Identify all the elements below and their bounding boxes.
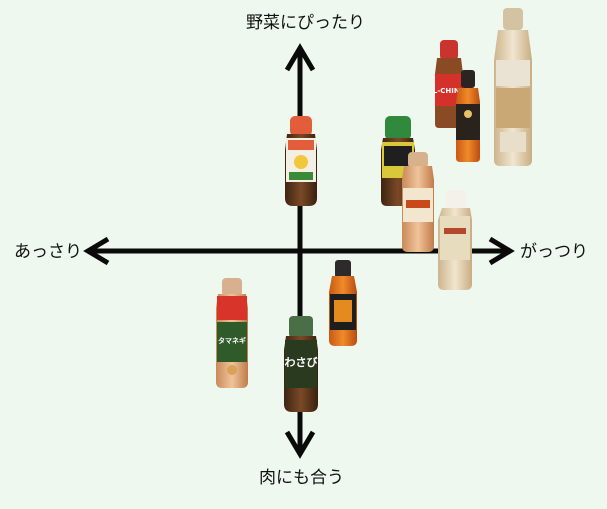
vegetable-dressing-bottle	[285, 116, 317, 206]
ginger-dressing-bottle	[329, 260, 357, 346]
peach-dressing-bottle	[402, 152, 434, 252]
lechina-print: L-CHINA	[433, 87, 466, 95]
wasabi-dressing-bottle: わさび	[284, 316, 318, 412]
tamanegi-print: タマネギ	[218, 336, 246, 345]
tamanegi-dressing-bottle: タマネギ	[216, 278, 248, 388]
axis-label-top: 野菜にぴったり	[246, 13, 365, 33]
axis-label-left: あっさり	[14, 242, 82, 262]
axis-label-right: がっつり	[520, 242, 588, 262]
tan-dressing-bottle	[438, 190, 472, 290]
caesar-dressing-bottle	[494, 8, 532, 166]
sesame-dressing-bottle	[456, 70, 480, 162]
wasabi-print: わさび	[285, 355, 319, 369]
axis-label-bottom: 肉にも合う	[259, 468, 344, 488]
